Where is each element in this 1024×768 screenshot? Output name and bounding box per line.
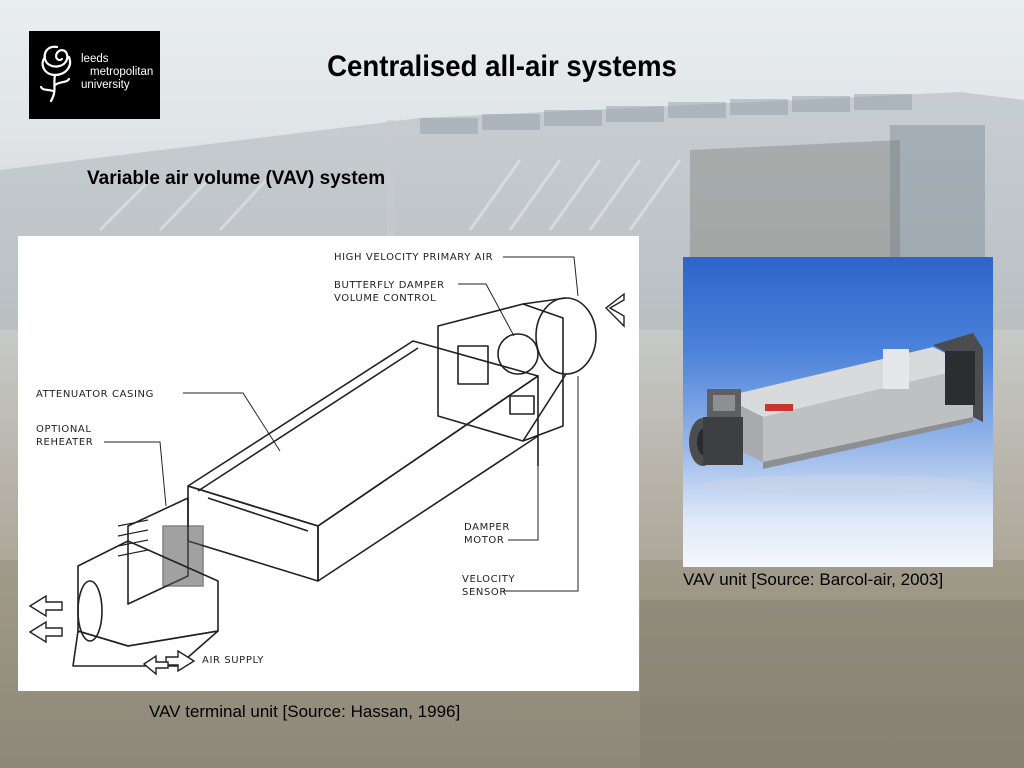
attenuator-casing-side [317,375,539,582]
label-high-velocity-primary-air: HIGH VELOCITY PRIMARY AIR [334,252,493,263]
diagram-caption: VAV terminal unit [Source: Hassan, 1996] [149,702,461,721]
supply-arrow-icon-3 [165,649,196,673]
butterfly-damper [497,333,539,375]
primary-air-arrow-icon [604,292,625,328]
university-logo: leeds metropolitan university [29,31,160,119]
label-velocity: VELOCITY [462,574,515,585]
attenuator-casing-top [187,340,539,527]
supply-arrow-icon-4 [142,654,169,676]
logo-text-leeds: leeds [81,53,109,65]
label-air-supply: AIR SUPPLY [202,655,264,666]
photo-caption: VAV unit [Source: Barcol-air, 2003] [683,570,944,589]
label-sensor: SENSOR [462,587,507,598]
supply-arrow-icon-2 [28,620,63,644]
attenuator-casing-front [187,485,319,582]
slide-subtitle: Variable air volume (VAV) system [87,168,386,189]
label-butterfly-damper: BUTTERFLY DAMPER [334,280,445,291]
label-damper: DAMPER [464,522,510,533]
rose-emblem-icon [39,45,72,103]
damper-motor [457,345,489,385]
label-attenuator-casing: ATTENUATOR CASING [36,389,154,400]
vav-terminal-unit-diagram: HIGH VELOCITY PRIMARY AIR BUTTERFLY DAMP… [18,236,639,691]
primary-air-duct [535,297,597,375]
logo-text-university: university [81,79,130,91]
label-volume-control: VOLUME CONTROL [334,293,436,304]
label-optional: OPTIONAL [36,424,92,435]
slide-title: Centralised all-air systems [327,50,677,83]
supply-arrow-icon-1 [28,594,63,618]
label-motor: MOTOR [464,535,504,546]
vav-unit-photo [683,257,993,567]
logo-text-metropolitan: metropolitan [90,66,154,78]
inlet-box [437,303,564,442]
label-reheater: REHEATER [36,437,93,448]
